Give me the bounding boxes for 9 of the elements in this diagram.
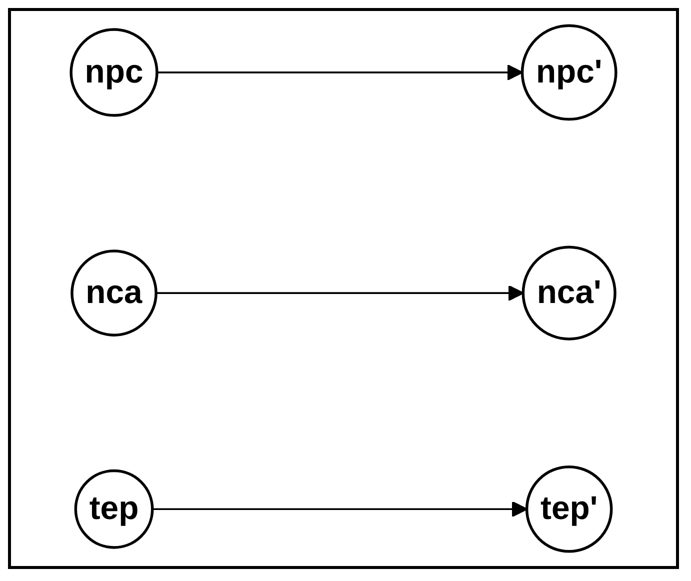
node-circle [74, 469, 154, 549]
arrow [156, 64, 523, 80]
node-circle [522, 246, 616, 340]
node-circle [525, 465, 613, 553]
diagram-frame: npc npc' nca nca' tep tep' [8, 8, 679, 569]
node-circle [70, 28, 158, 117]
node-circle [70, 250, 158, 336]
arrow [156, 285, 524, 302]
node-circle [520, 24, 618, 121]
